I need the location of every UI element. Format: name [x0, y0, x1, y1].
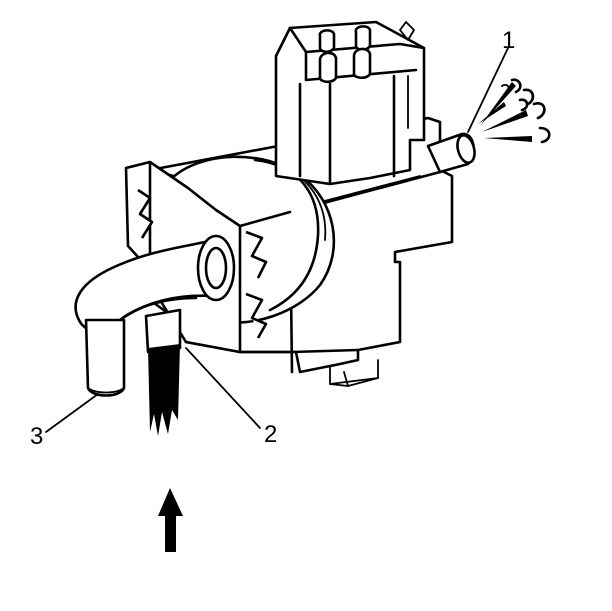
spray-icon	[478, 78, 551, 144]
callout-leaders	[45, 47, 509, 433]
callout-1: 1	[502, 27, 515, 54]
inlet-hose	[74, 234, 236, 397]
callout-2: 2	[264, 421, 277, 448]
callout-3: 3	[30, 423, 43, 450]
electrical-connector	[274, 20, 426, 186]
outlet-port	[426, 132, 476, 174]
up-arrow-icon	[158, 488, 183, 552]
supply-tube	[144, 308, 182, 436]
